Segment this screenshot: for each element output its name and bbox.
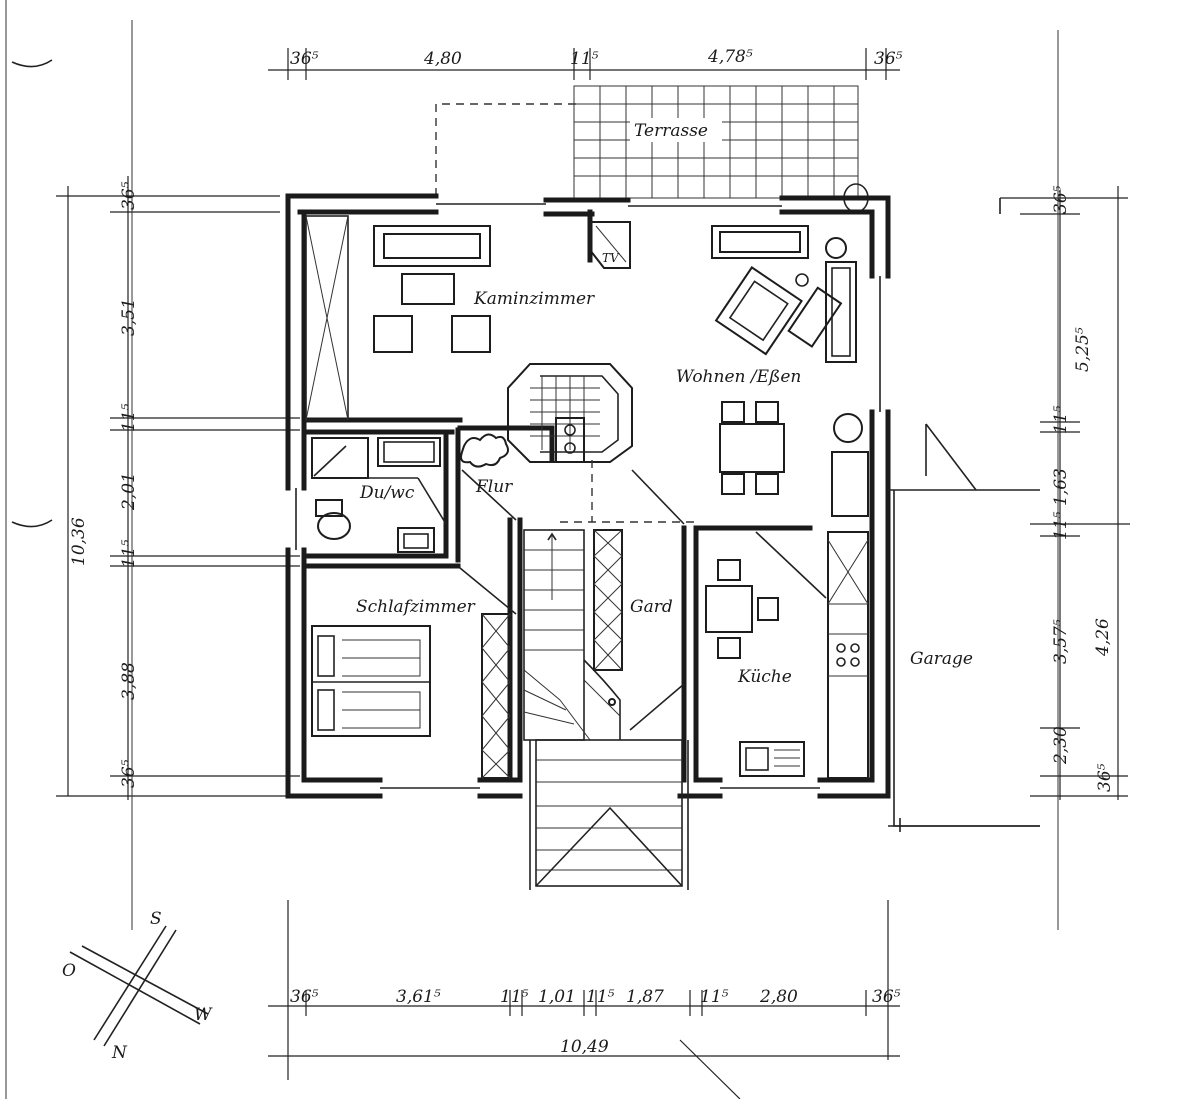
label-tv: TV — [602, 251, 620, 265]
dim-left-2: 3,51 — [119, 298, 139, 336]
dim-left-1: 36⁵ — [119, 181, 139, 210]
kitchen: Küche — [705, 531, 869, 779]
dim-right-8: 36⁵ — [1095, 763, 1115, 792]
garage: Garage — [888, 198, 1040, 832]
shower-wc: Du/wc — [311, 437, 447, 553]
compass-north: N — [111, 1043, 128, 1063]
dim-bottom-1: 36⁵ — [290, 987, 319, 1007]
label-shower-wc: Du/wc — [359, 483, 415, 503]
dimension-bottom: 36⁵ 3,61⁵ 11⁵ 1,01 11⁵ 1,87 11⁵ 2,80 36⁵… — [268, 900, 901, 1099]
dim-top-5: 36⁵ — [874, 49, 903, 69]
dim-bottom-4: 1,01 — [538, 987, 576, 1007]
dim-right-4: 1,63 — [1051, 468, 1071, 506]
dimension-right: 36⁵ 5,25⁵ 11⁵ 1,63 11⁵ 3,57⁵ 2,30 36⁵ 4,… — [1000, 185, 1130, 800]
exterior-walls — [285, 193, 891, 799]
dim-top-3: 11⁵ — [570, 49, 599, 69]
dim-bottom-9: 36⁵ — [872, 987, 901, 1007]
compass-west: W — [194, 1005, 213, 1025]
dim-right-2: 5,25⁵ — [1073, 327, 1093, 372]
dimension-left: 10,36 36⁵ 3,51 11⁵ 2,01 11⁵ 3,88 36⁵ — [56, 176, 300, 800]
dim-bottom-8: 2,80 — [759, 987, 798, 1007]
dim-left-5: 11⁵ — [119, 539, 139, 568]
label-wardrobe: Gard — [630, 597, 673, 617]
label-kitchen: Küche — [737, 667, 792, 687]
label-living-dining: Wohnen /Eßen — [676, 367, 801, 387]
dim-top-1: 36⁵ — [290, 49, 319, 69]
dim-right-3: 11⁵ — [1051, 405, 1071, 434]
fireplace-hearth — [507, 363, 633, 463]
dim-bottom-5: 11⁵ — [586, 987, 615, 1007]
wardrobe: Gard — [593, 529, 685, 731]
binder-hole-bottom — [11, 519, 53, 528]
dim-right-5: 11⁵ — [1051, 511, 1071, 540]
dim-bottom-total: 10,49 — [560, 1037, 609, 1057]
dim-bottom-3: 11⁵ — [500, 987, 529, 1007]
dim-right-1: 36⁵ — [1051, 185, 1071, 214]
dim-right-outer: 4,26 — [1093, 618, 1113, 657]
dim-top-4: 4,78⁵ — [707, 47, 753, 67]
hall: Flur — [460, 433, 700, 525]
compass-east: O — [62, 961, 76, 981]
dim-left-7: 36⁵ — [119, 759, 139, 788]
fireplace-room: Kaminzimmer TV — [305, 215, 631, 421]
dim-bottom-2: 3,61⁵ — [396, 987, 441, 1007]
bedroom: Schlafzimmer — [311, 567, 517, 779]
staircase — [523, 529, 621, 741]
compass-south: S — [150, 909, 162, 929]
compass: S O W N — [62, 909, 213, 1063]
label-bedroom: Schlafzimmer — [356, 597, 476, 617]
dim-left-total: 10,36 — [69, 517, 89, 566]
terrace: Terrasse — [435, 85, 869, 213]
dim-left-3: 11⁵ — [119, 403, 139, 432]
dim-right-6: 3,57⁵ — [1051, 619, 1071, 664]
label-garage: Garage — [910, 649, 973, 669]
dim-right-7: 2,30 — [1051, 726, 1071, 765]
dim-bottom-7: 11⁵ — [700, 987, 729, 1007]
dimension-top: 36⁵ 4,80 11⁵ 4,78⁵ 36⁵ — [268, 47, 903, 80]
label-fireplace-room: Kaminzimmer — [473, 289, 595, 309]
living-dining: Wohnen /Eßen — [676, 225, 869, 517]
label-terrace: Terrasse — [634, 121, 708, 141]
dim-bottom-6: 1,87 — [626, 987, 664, 1007]
dim-left-6: 3,88 — [119, 662, 139, 700]
dim-top-2: 4,80 — [423, 49, 462, 69]
binder-hole-top — [11, 59, 53, 68]
entrance-steps — [529, 739, 689, 890]
dim-left-4: 2,01 — [119, 472, 139, 511]
label-hall: Flur — [475, 477, 513, 497]
